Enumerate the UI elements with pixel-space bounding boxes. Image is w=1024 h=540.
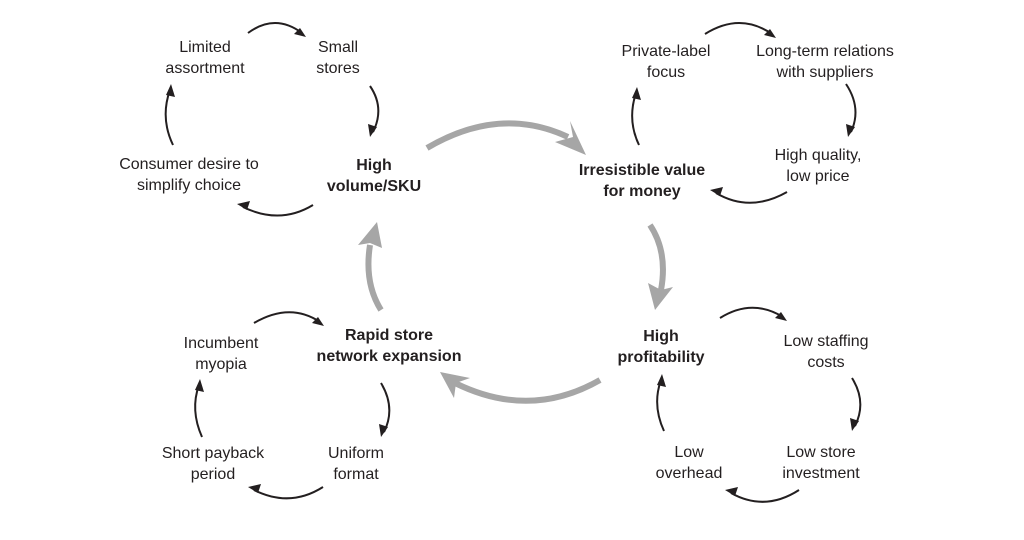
node-line: stores bbox=[316, 60, 360, 77]
main-arrow-volume-to-value bbox=[425, 120, 570, 151]
node-line: low price bbox=[786, 168, 850, 185]
arrowhead bbox=[368, 124, 377, 137]
arrowhead bbox=[237, 201, 250, 210]
node-line: Consumer desire to bbox=[119, 156, 259, 173]
arrowhead bbox=[725, 487, 738, 496]
arrow-consumer-to-limited bbox=[164, 89, 174, 146]
main-arrow-rapid-to-volume bbox=[365, 244, 384, 312]
arrowhead bbox=[312, 317, 324, 326]
main-arrow-value-to-profit bbox=[647, 223, 666, 291]
node-line: simplify choice bbox=[136, 177, 242, 194]
hub-rapid-expansion: Rapid store network expansion bbox=[317, 325, 462, 367]
node-line: myopia bbox=[195, 356, 247, 373]
node-line: period bbox=[190, 466, 236, 483]
node-consumer-desire: Consumer desire to simplify choice bbox=[119, 154, 259, 196]
hub-high-profitability: High profitability bbox=[617, 326, 704, 368]
node-line: format bbox=[333, 466, 379, 483]
node-low-staffing: Low staffing costs bbox=[783, 331, 868, 373]
arrowhead bbox=[775, 312, 787, 321]
node-line: Uniform bbox=[327, 445, 385, 462]
node-line: Incumbent bbox=[183, 335, 259, 352]
node-small-stores: Small stores bbox=[316, 37, 360, 79]
arrow-volume-to-consumer bbox=[242, 204, 314, 217]
node-line: Limited bbox=[179, 39, 231, 56]
arrow-investment-to-overhead bbox=[730, 489, 800, 503]
hub-line: for money bbox=[603, 183, 681, 200]
node-incumbent-myopia: Incumbent myopia bbox=[184, 333, 259, 375]
node-high-quality: High quality, low price bbox=[775, 145, 862, 187]
arrowhead bbox=[657, 374, 666, 387]
hub-high-volume: High volume/SKU bbox=[327, 155, 421, 197]
node-uniform-format: Uniform format bbox=[328, 443, 384, 485]
hub-line: High bbox=[643, 328, 679, 345]
arrow-uniform-to-short bbox=[253, 486, 324, 500]
node-line: Low store bbox=[786, 444, 856, 461]
node-line: costs bbox=[807, 354, 845, 371]
arrow-staffing-to-investment bbox=[851, 377, 862, 427]
node-line: focus bbox=[646, 64, 686, 81]
node-limited-assortment: Limited assortment bbox=[165, 37, 244, 79]
node-line: Low staffing bbox=[783, 333, 869, 350]
node-low-store-investment: Low store investment bbox=[782, 442, 859, 484]
node-line: investment bbox=[782, 465, 860, 482]
arrow-profit-to-staffing bbox=[719, 306, 784, 319]
hub-line: network expansion bbox=[316, 348, 462, 365]
node-private-label: Private-label focus bbox=[622, 41, 711, 83]
arrow-quality-to-value bbox=[715, 191, 788, 204]
node-low-overhead: Low overhead bbox=[656, 442, 723, 484]
main-arrowhead bbox=[648, 283, 673, 310]
arrowhead bbox=[710, 187, 723, 196]
node-line: assortment bbox=[165, 60, 245, 77]
node-line: Low bbox=[674, 444, 704, 461]
arrowhead bbox=[195, 379, 204, 392]
hub-line: volume/SKU bbox=[326, 178, 422, 195]
node-line: Private-label bbox=[621, 43, 711, 60]
arrowhead bbox=[764, 29, 776, 38]
arrowhead bbox=[632, 87, 641, 100]
arrow-rapid-to-uniform bbox=[380, 382, 391, 433]
arrow-private-to-longterm bbox=[704, 22, 773, 35]
arrowhead bbox=[294, 28, 306, 37]
arrow-limited-to-small bbox=[247, 22, 303, 34]
arrowhead bbox=[850, 418, 859, 431]
arrowhead bbox=[248, 484, 261, 493]
node-line: with suppliers bbox=[776, 64, 874, 81]
hub-line: High bbox=[356, 157, 392, 174]
arrow-short-to-myopia bbox=[194, 384, 203, 438]
hub-line: Irresistible value bbox=[578, 162, 706, 179]
arrow-value-to-private bbox=[631, 92, 640, 146]
node-line: Long-term relations bbox=[756, 43, 894, 60]
main-arrowhead bbox=[440, 372, 470, 398]
node-line: Small bbox=[317, 39, 359, 56]
node-line: overhead bbox=[655, 465, 723, 482]
node-line: High quality, bbox=[774, 147, 862, 164]
main-arrowhead bbox=[555, 121, 586, 155]
node-line: Short payback bbox=[161, 445, 265, 462]
arrowhead bbox=[166, 84, 175, 97]
node-long-term-relations: Long-term relations with suppliers bbox=[756, 41, 894, 83]
hub-irresistible-value: Irresistible value for money bbox=[579, 160, 705, 202]
hub-line: profitability bbox=[617, 349, 705, 366]
main-arrowhead bbox=[358, 222, 382, 248]
main-arrow-profit-to-rapid bbox=[453, 377, 602, 404]
node-short-payback: Short payback period bbox=[162, 443, 264, 485]
hub-line: Rapid store bbox=[344, 327, 434, 344]
arrow-myopia-to-rapid bbox=[253, 311, 321, 324]
arrowhead bbox=[846, 124, 855, 137]
arrowhead bbox=[379, 424, 388, 437]
arrow-overhead-to-profit bbox=[656, 379, 665, 432]
